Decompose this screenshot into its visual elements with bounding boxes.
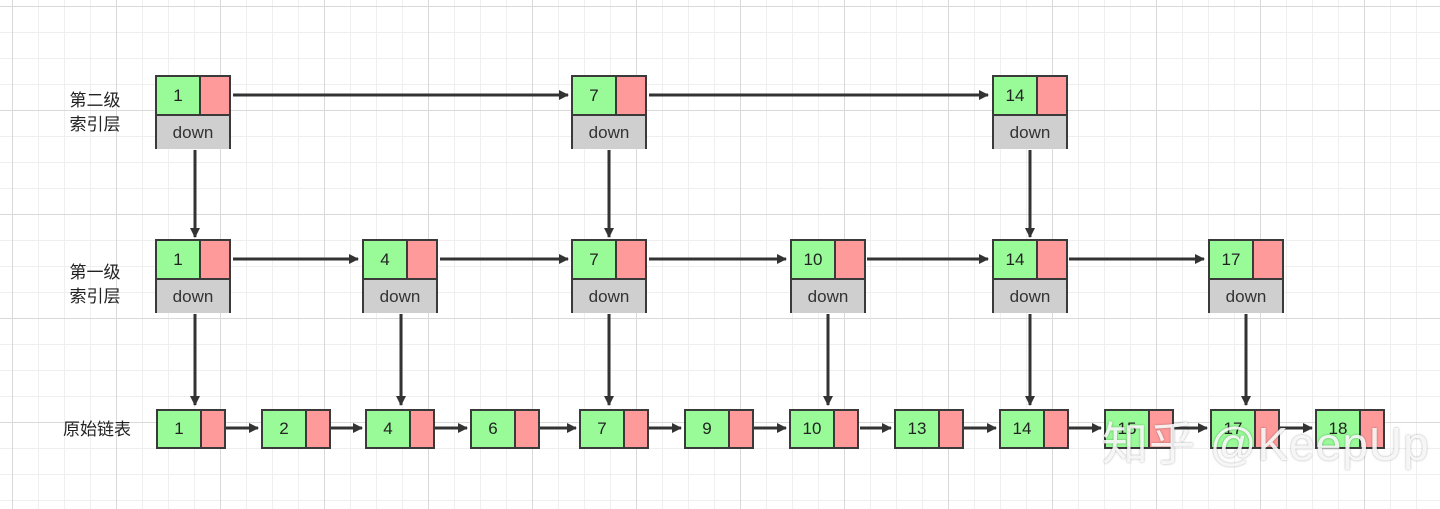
level2-label-line1: 第二级 bbox=[69, 91, 121, 110]
base-node: 2 bbox=[261, 409, 331, 449]
node-key: 18 bbox=[1317, 411, 1361, 447]
next-pointer bbox=[617, 241, 645, 278]
down-pointer: down bbox=[994, 280, 1066, 313]
base-node: 18 bbox=[1315, 409, 1385, 449]
node-key: 15 bbox=[1106, 411, 1150, 447]
node-key: 1 bbox=[157, 241, 201, 278]
next-pointer bbox=[1150, 411, 1172, 447]
down-pointer: down bbox=[573, 280, 645, 313]
node-key: 10 bbox=[791, 411, 835, 447]
node-key: 1 bbox=[158, 411, 202, 447]
node-key: 1 bbox=[157, 77, 201, 114]
next-pointer bbox=[408, 241, 436, 278]
level1-label-line2: 索引层 bbox=[69, 287, 121, 306]
next-pointer bbox=[201, 241, 229, 278]
base-node: 4 bbox=[365, 409, 435, 449]
next-pointer bbox=[1045, 411, 1067, 447]
node-key: 10 bbox=[792, 241, 836, 278]
node-key: 13 bbox=[896, 411, 940, 447]
next-pointer bbox=[307, 411, 329, 447]
node-key: 4 bbox=[367, 411, 411, 447]
node-key: 2 bbox=[263, 411, 307, 447]
node-key: 4 bbox=[364, 241, 408, 278]
next-pointer bbox=[1038, 241, 1066, 278]
node-key: 7 bbox=[573, 77, 617, 114]
down-pointer: down bbox=[994, 116, 1066, 149]
down-pointer: down bbox=[364, 280, 436, 313]
node-key: 7 bbox=[581, 411, 625, 447]
base-node: 1 bbox=[156, 409, 226, 449]
base-node: 7 bbox=[579, 409, 649, 449]
level1-node: 4 down bbox=[362, 239, 438, 313]
node-key: 9 bbox=[686, 411, 730, 447]
base-node: 13 bbox=[894, 409, 964, 449]
base-node: 9 bbox=[684, 409, 754, 449]
node-key: 17 bbox=[1212, 411, 1256, 447]
next-pointer bbox=[1361, 411, 1383, 447]
next-pointer bbox=[835, 411, 857, 447]
next-pointer bbox=[1254, 241, 1282, 278]
next-pointer bbox=[1038, 77, 1066, 114]
next-pointer bbox=[202, 411, 224, 447]
next-pointer bbox=[625, 411, 647, 447]
next-pointer bbox=[201, 77, 229, 114]
down-pointer: down bbox=[792, 280, 864, 313]
level2-label-line2: 索引层 bbox=[69, 115, 121, 134]
next-pointer bbox=[516, 411, 538, 447]
base-node: 6 bbox=[470, 409, 540, 449]
watermark: 知乎 @KeepUp bbox=[1102, 418, 1430, 470]
next-pointer bbox=[730, 411, 752, 447]
base-node: 15 bbox=[1104, 409, 1174, 449]
base-node: 10 bbox=[789, 409, 859, 449]
next-pointer bbox=[617, 77, 645, 114]
level1-label-line1: 第一级 bbox=[69, 263, 121, 282]
node-key: 14 bbox=[1001, 411, 1045, 447]
down-pointer: down bbox=[1210, 280, 1282, 313]
base-node: 14 bbox=[999, 409, 1069, 449]
level1-node: 17 down bbox=[1208, 239, 1284, 313]
next-pointer bbox=[1256, 411, 1278, 447]
level2-node: 14 down bbox=[992, 75, 1068, 149]
next-pointer bbox=[836, 241, 864, 278]
next-pointer bbox=[940, 411, 962, 447]
down-pointer: down bbox=[157, 280, 229, 313]
down-pointer: down bbox=[573, 116, 645, 149]
next-pointer bbox=[411, 411, 433, 447]
base-label: 原始链表 bbox=[63, 420, 131, 439]
level1-node: 7 down bbox=[571, 239, 647, 313]
node-key: 14 bbox=[994, 241, 1038, 278]
level2-node: 1 down bbox=[155, 75, 231, 149]
level2-node: 7 down bbox=[571, 75, 647, 149]
down-pointer: down bbox=[157, 116, 229, 149]
level1-node: 1 down bbox=[155, 239, 231, 313]
level2-label: 第二级 索引层 bbox=[50, 89, 140, 137]
node-key: 6 bbox=[472, 411, 516, 447]
level1-node: 14 down bbox=[992, 239, 1068, 313]
base-node: 17 bbox=[1210, 409, 1280, 449]
level1-label: 第一级 索引层 bbox=[50, 261, 140, 309]
level1-node: 10 down bbox=[790, 239, 866, 313]
node-key: 7 bbox=[573, 241, 617, 278]
node-key: 17 bbox=[1210, 241, 1254, 278]
node-key: 14 bbox=[994, 77, 1038, 114]
